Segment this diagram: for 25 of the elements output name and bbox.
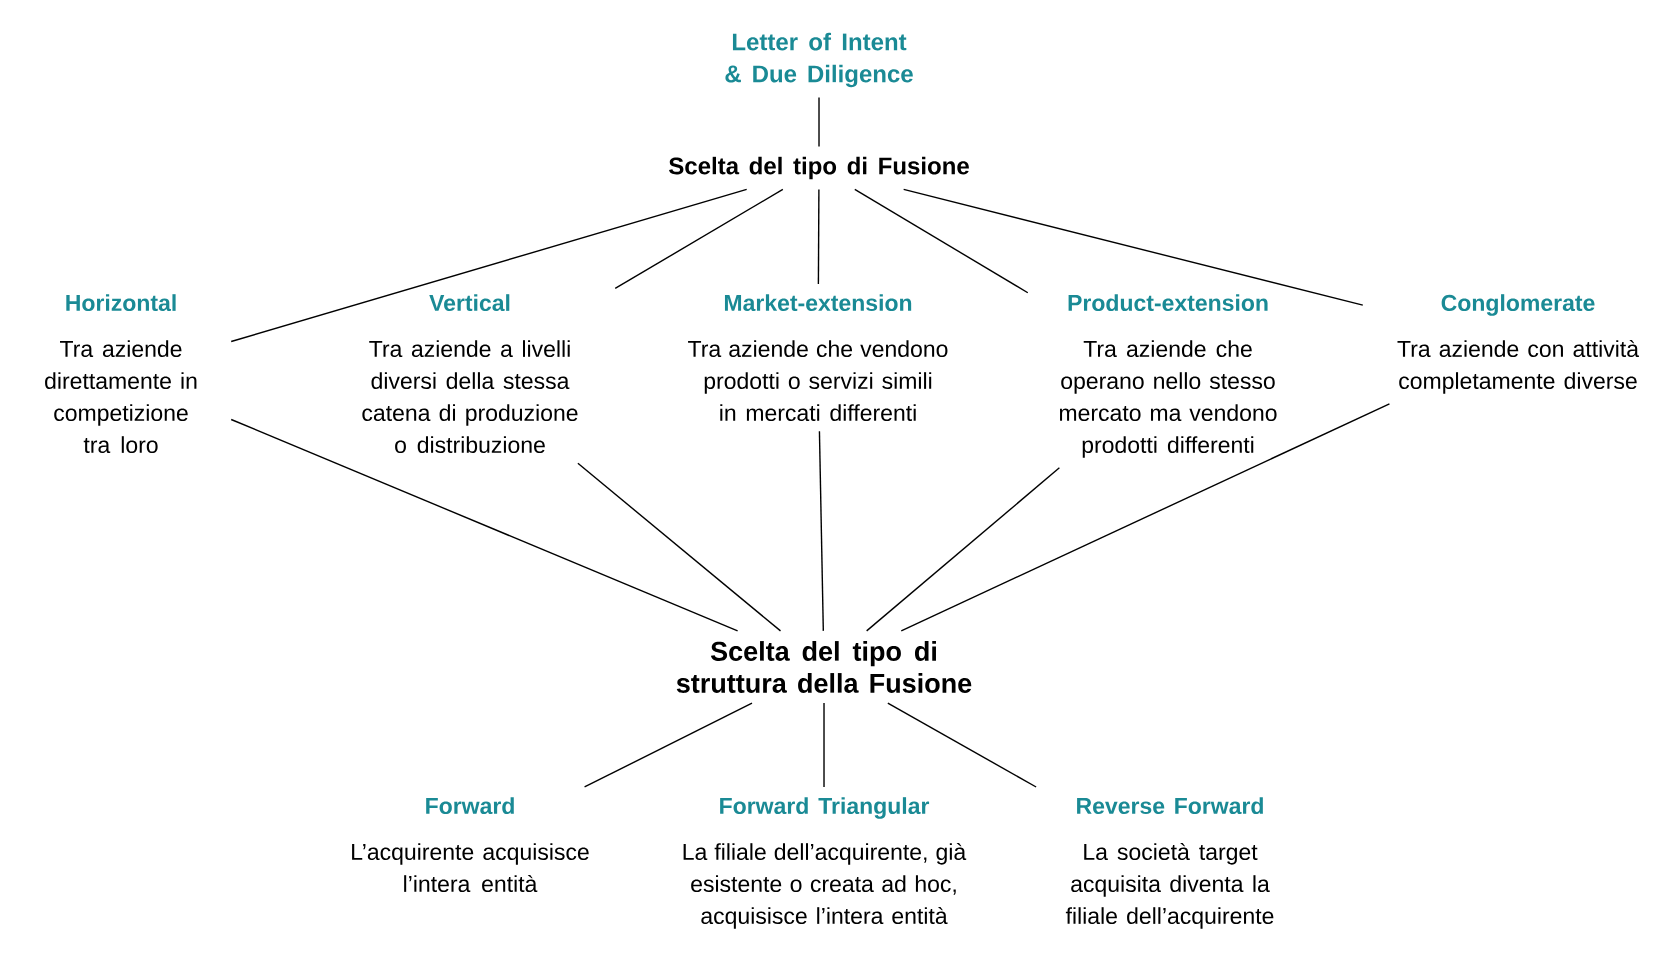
connector-line xyxy=(230,418,739,632)
connector-line xyxy=(577,462,782,632)
step-heading: Letter of Intent & Due Diligence xyxy=(725,32,913,88)
option-label: Conglomerate Tra aziende con attività completamente diverse xyxy=(1397,294,1639,394)
option-label: Product-extension Tra aziende che operano nello stesso mercato ma vendono prodotti differenti xyxy=(1059,294,1277,458)
connector-line xyxy=(865,467,1061,632)
connector-line xyxy=(583,702,753,788)
step-heading: Scelta del tipo di Fusione xyxy=(669,156,969,180)
connector-line xyxy=(818,96,820,148)
connector-line xyxy=(230,188,748,343)
option-label: Forward L’acquirente acquisisce l’intera entità xyxy=(352,797,589,893)
option-label: Forward Triangular La filiale dell’acquirente, già esistente o creata ad hoc, acquisisce l’intera entità xyxy=(683,797,967,929)
connector-line xyxy=(887,702,1037,788)
option-label: Horizontal Tra aziende direttamente in competizione tra loro xyxy=(45,294,197,454)
connector-line xyxy=(900,403,1391,632)
connector-line xyxy=(818,430,824,632)
option-label: Vertical Tra aziende a livelli diversi della stessa catena di produzione o distribuzione xyxy=(362,294,578,454)
connector-line xyxy=(614,188,784,290)
step-heading: Scelta del tipo di struttura della Fusione xyxy=(676,641,972,693)
connector-line xyxy=(817,188,820,285)
option-label: Market-extension Tra aziende che vendono prodotti o servizi simili in mercati differenti xyxy=(688,294,948,422)
option-label: Reverse Forward La società target acquisita diventa la filiale dell’acquirente xyxy=(1065,797,1274,929)
connector-line xyxy=(854,188,1029,294)
connector-line xyxy=(902,188,1364,306)
connector-line xyxy=(823,702,825,788)
